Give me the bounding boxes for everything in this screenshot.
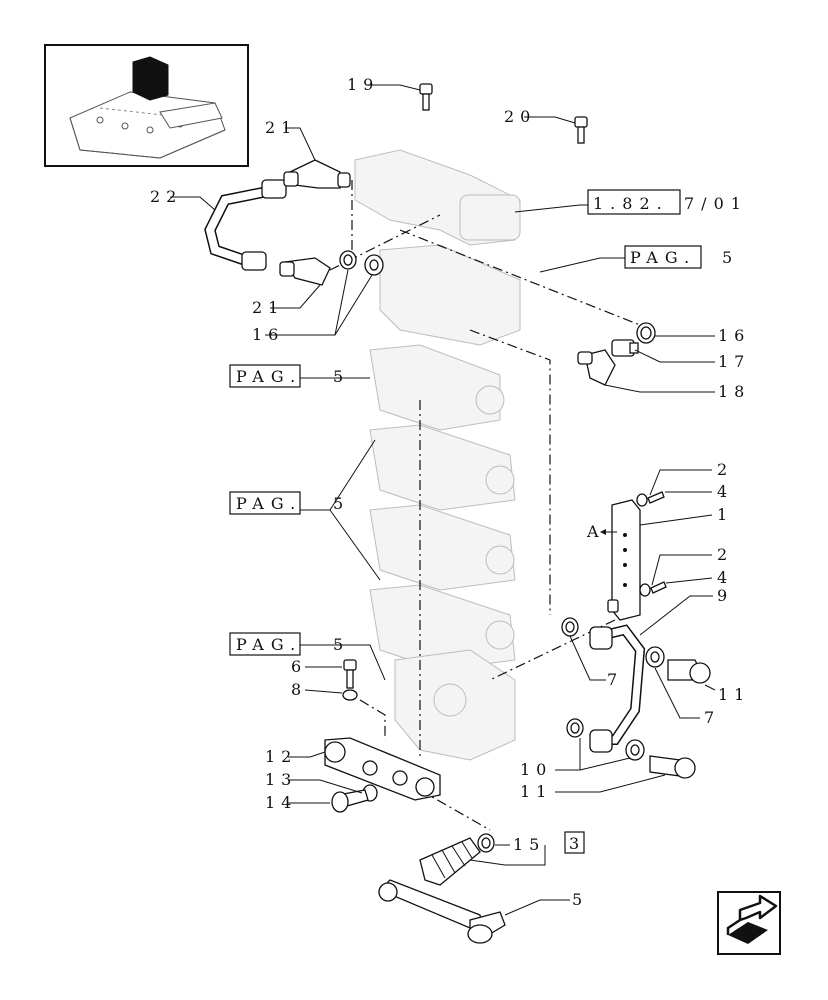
seal-15 xyxy=(477,833,495,853)
pipe-9 xyxy=(589,624,646,753)
callout-11-upper: 11 xyxy=(718,685,750,704)
reference-box-1-82[interactable]: 1.82. 7/01 xyxy=(587,189,748,215)
banjo-bolt-11-upper xyxy=(667,659,711,684)
callout-5: 5 xyxy=(572,890,588,909)
bracket-1 xyxy=(607,499,641,621)
pag-3-num: 5 xyxy=(333,635,350,654)
thumbnail-panel xyxy=(44,44,249,167)
pag-1-num: 5 xyxy=(333,367,350,386)
callout-15: 15 xyxy=(513,835,545,854)
callout-16-right: 16 xyxy=(718,326,750,345)
callout-4-bottom: 4 xyxy=(717,568,733,587)
pag-top-text: PAG. xyxy=(630,248,696,267)
washers-7 xyxy=(561,617,665,668)
callout-20: 20 xyxy=(504,107,536,126)
adapter-17 xyxy=(611,339,639,357)
bolt-20 xyxy=(574,116,588,144)
seal-ring-16-right xyxy=(636,322,656,344)
elbow-fitting-21-bottom xyxy=(279,257,331,286)
lever-5 xyxy=(378,879,506,944)
callout-7-left: 7 xyxy=(607,670,623,689)
callouts: 19 20 21 22 21 16 16 17 18 2 4 1 A 2 4 9… xyxy=(150,75,750,909)
tractor-lift-assembly-thumbnail xyxy=(69,56,226,159)
callout-17: 17 xyxy=(718,352,750,371)
elbow-fitting-21-top xyxy=(283,159,351,189)
callout-6: 6 xyxy=(291,657,307,676)
callout-1: 1 xyxy=(717,505,733,524)
callout-9: 9 xyxy=(717,586,733,605)
pin-14 xyxy=(331,789,369,813)
callout-12: 12 xyxy=(265,747,297,766)
pag-2-num: 5 xyxy=(333,494,350,513)
control-valve-stack xyxy=(354,149,521,761)
seal-ring-16 xyxy=(339,250,384,276)
next-page-arrow-icon[interactable] xyxy=(717,891,781,955)
callout-2-bottom: 2 xyxy=(717,545,733,564)
bolt-19 xyxy=(419,83,433,111)
pag-3-text: PAG. xyxy=(236,635,302,654)
callout-8: 8 xyxy=(291,680,307,699)
ref-1-82-text: 1.82. xyxy=(593,194,669,213)
callout-15-box xyxy=(564,831,585,854)
ref-1-82-suffix: 7/01 xyxy=(684,194,748,213)
callout-16-left: 16 xyxy=(252,325,284,344)
rubber-boot xyxy=(419,837,481,886)
callout-15-box-num: 3 xyxy=(569,834,585,853)
pag-top-num: 5 xyxy=(722,248,739,267)
washer-8 xyxy=(342,689,358,701)
callout-18: 18 xyxy=(718,382,750,401)
callout-13: 13 xyxy=(265,770,297,789)
banjo-bolt-11-lower xyxy=(649,755,696,779)
elbow-18 xyxy=(577,349,616,386)
link-12 xyxy=(324,737,441,801)
callout-22: 22 xyxy=(150,187,182,206)
reference-box-pag-2[interactable]: PAG. 5 xyxy=(229,491,350,515)
pipe-22 xyxy=(204,179,287,271)
callout-10: 10 xyxy=(520,760,552,779)
screw-4-washer-2-bottom xyxy=(639,581,667,597)
callout-7-right: 7 xyxy=(704,708,720,727)
callout-21-bottom: 21 xyxy=(252,298,284,317)
washers-10 xyxy=(566,718,645,761)
reference-box-pag-1[interactable]: PAG. 5 xyxy=(229,364,350,388)
reference-box-pag-3[interactable]: PAG. 5 xyxy=(229,632,350,656)
pag-2-text: PAG. xyxy=(236,494,302,513)
pag-1-text: PAG. xyxy=(236,367,302,386)
screw-4-washer-2-top xyxy=(636,491,665,507)
callout-14: 14 xyxy=(265,793,297,812)
callout-4-top: 4 xyxy=(717,482,733,501)
callout-A: A xyxy=(586,522,605,541)
bolt-6 xyxy=(343,659,357,689)
callout-11-lower: 11 xyxy=(520,782,552,801)
callout-19: 19 xyxy=(347,75,379,94)
reference-box-pag-top[interactable]: PAG. 5 xyxy=(624,245,739,269)
callout-21-top: 21 xyxy=(265,118,297,137)
callout-2-top: 2 xyxy=(717,460,733,479)
